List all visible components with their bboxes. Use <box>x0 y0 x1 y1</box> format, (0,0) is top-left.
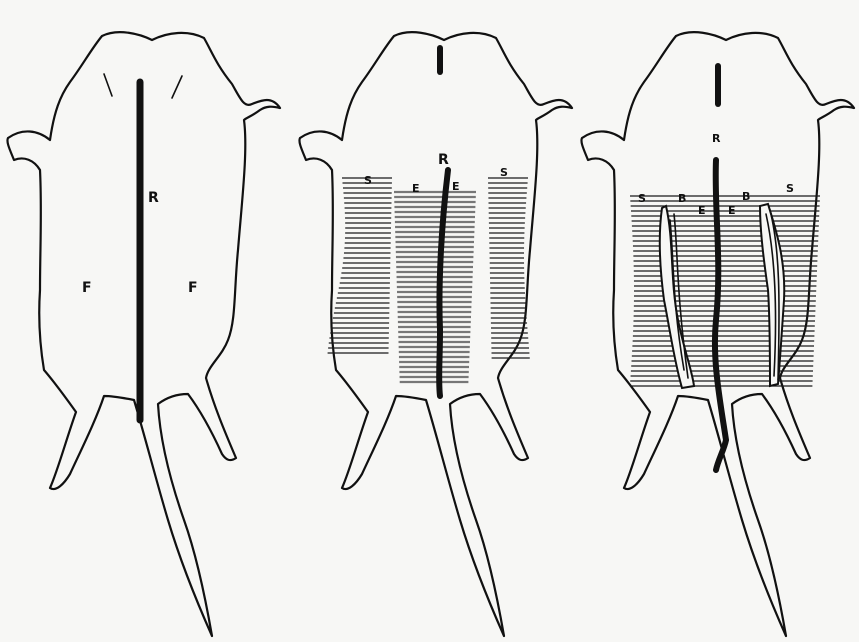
label-s-right: S <box>500 166 508 179</box>
panel-2: R S S E E <box>299 32 572 636</box>
panel-3: R S B E E B S <box>581 32 854 636</box>
label-s-right: S <box>786 182 794 195</box>
label-s-left: S <box>364 174 372 187</box>
left-skin-hatching <box>328 178 392 353</box>
label-r: R <box>438 152 449 168</box>
label-e-right: E <box>452 180 460 193</box>
label-r: R <box>712 132 721 145</box>
rat-outline-2 <box>299 32 572 636</box>
label-e-left: E <box>412 182 420 195</box>
head-mark-left <box>104 74 112 96</box>
label-e-left: E <box>698 204 706 217</box>
head-mark-right <box>172 76 182 98</box>
label-b-right: B <box>742 190 750 203</box>
label-e-right: E <box>728 204 736 217</box>
panel-1: R F F <box>7 32 280 636</box>
label-f-right: F <box>188 280 198 296</box>
center-muscle-hatching <box>394 192 476 382</box>
rat-outline-1 <box>7 32 280 636</box>
label-b-left: B <box>678 192 686 205</box>
label-r: R <box>148 190 159 206</box>
label-s-left: S <box>638 192 646 205</box>
label-f-left: F <box>82 280 92 296</box>
